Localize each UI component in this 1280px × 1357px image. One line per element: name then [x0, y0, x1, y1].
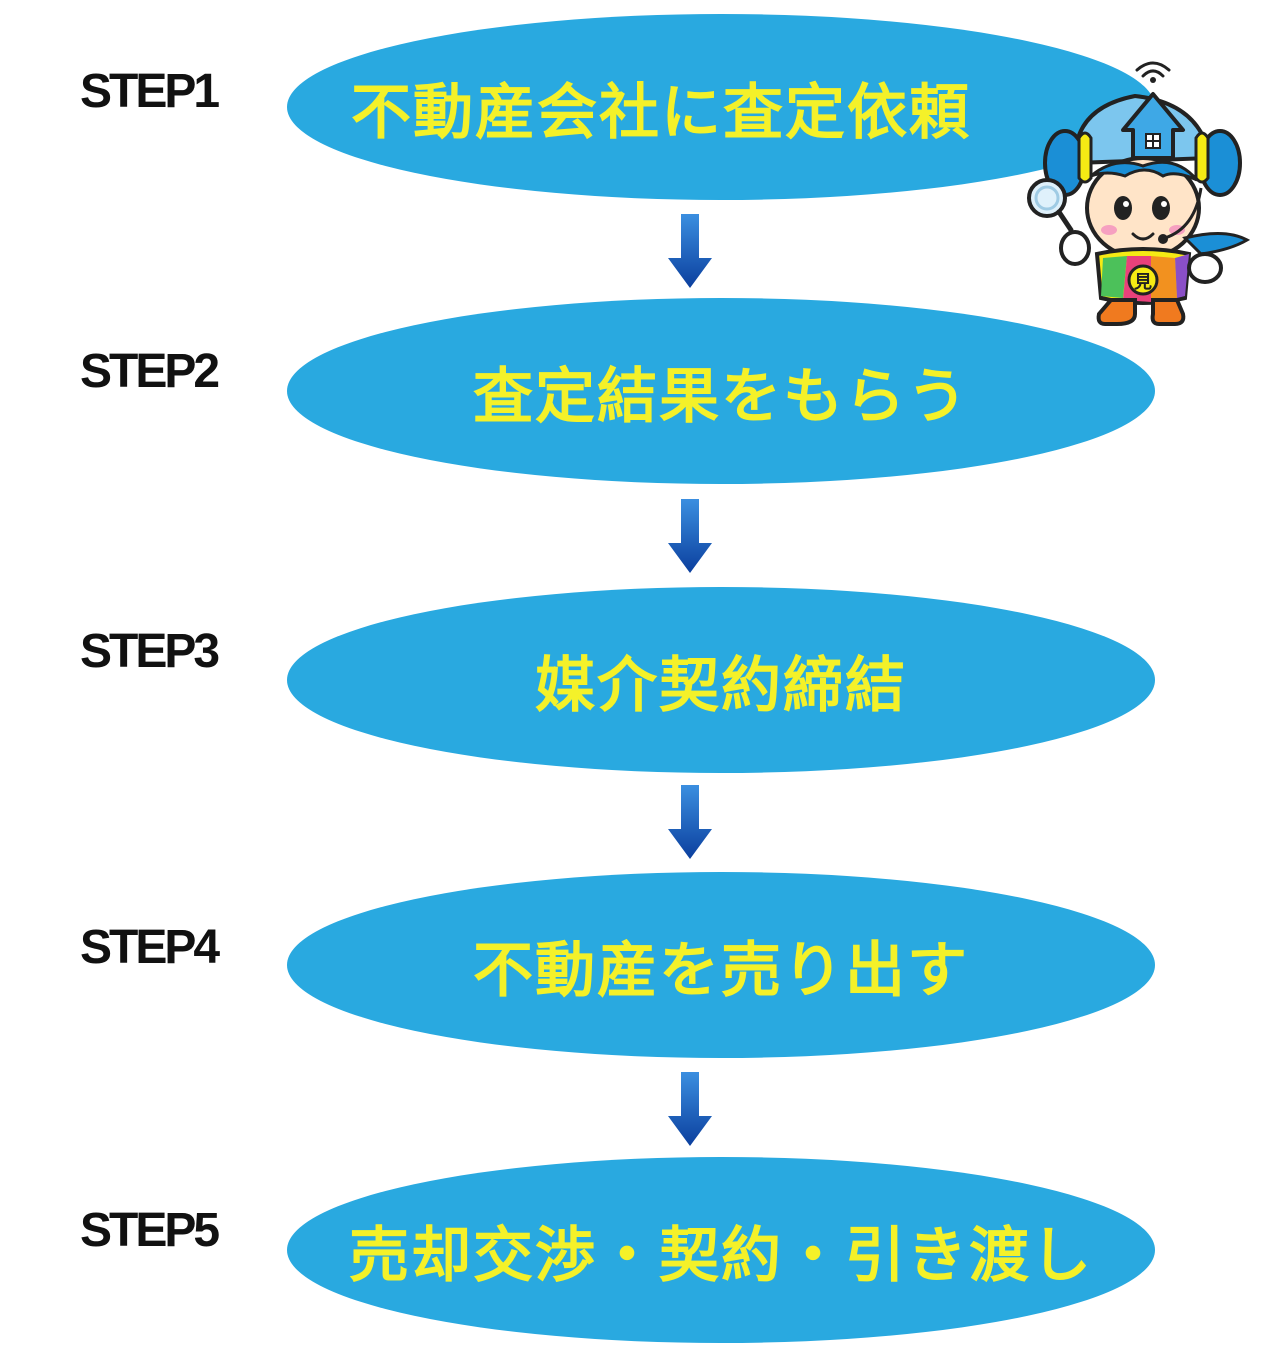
step-2-oval: 査定結果をもらう	[287, 298, 1155, 484]
step-5-text: 売却交渉・契約・引き渡し	[349, 1220, 1093, 1291]
down-arrow-icon	[668, 785, 712, 859]
step-2-label: STEP2	[80, 345, 220, 398]
mascot-badge-text: 見	[1133, 272, 1152, 293]
down-arrow-icon	[668, 1072, 712, 1146]
step-3-label: STEP3	[80, 625, 220, 678]
down-arrow-icon	[668, 214, 712, 288]
step-5-oval: 売却交渉・契約・引き渡し	[287, 1157, 1155, 1343]
step-2-text: 査定結果をもらう	[473, 361, 969, 432]
step-4-text: 不動産を売り出す	[473, 935, 969, 1006]
step-4-label: STEP4	[80, 921, 220, 974]
step-1-oval: 不動産会社に査定依頼	[287, 14, 1155, 200]
step-1-label: STEP1	[80, 65, 220, 118]
down-arrow-icon	[668, 499, 712, 573]
step-1-text: 不動産会社に査定依頼	[351, 77, 971, 148]
step-5-label: STEP5	[80, 1204, 220, 1257]
step-3-oval: 媒介契約締結	[287, 587, 1155, 773]
house-hat-mascot-icon: 見	[1027, 61, 1250, 326]
step-4-oval: 不動産を売り出す	[287, 872, 1155, 1058]
step-3-text: 媒介契約締結	[535, 650, 907, 721]
